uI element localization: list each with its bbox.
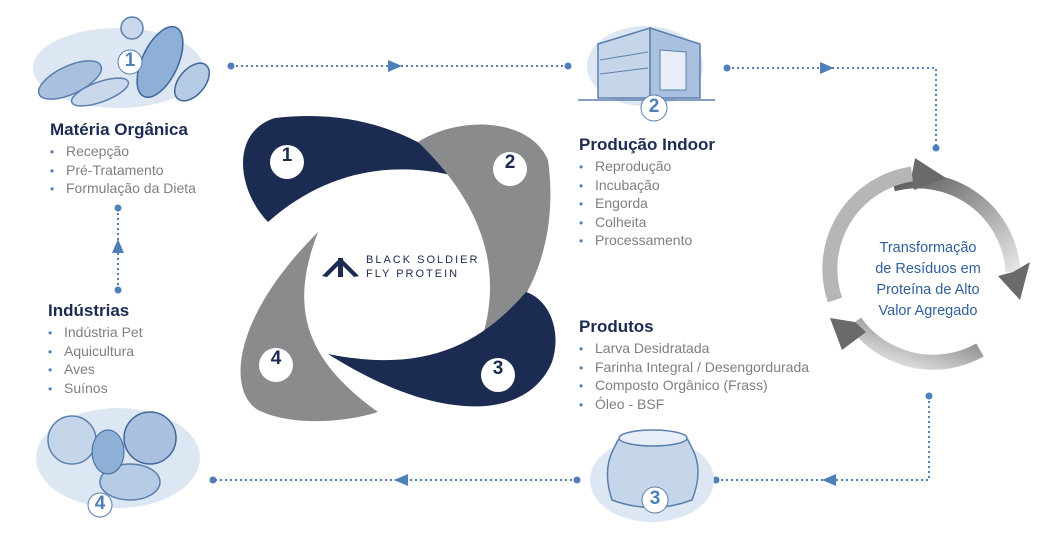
section-produtos: Produtos Larva Desidratada Farinha Integ… <box>579 317 809 414</box>
logo-text: BLACK SOLDIER FLY PROTEIN <box>366 253 479 281</box>
list-item: Reprodução <box>579 158 715 177</box>
illustration-number-3: 3 <box>649 488 661 509</box>
connector-cycle-to-3 <box>712 392 933 486</box>
list-item: Aquicultura <box>48 343 143 362</box>
logo-line-1: BLACK SOLDIER <box>366 254 480 266</box>
list-item: Indústria Pet <box>48 324 143 343</box>
list-item: Óleo - BSF <box>579 396 809 415</box>
list-item: Recepção <box>50 143 196 162</box>
connector-2-to-cycle <box>723 62 940 152</box>
section-materia-organica: Matéria Orgânica Recepção Pré-Tratamento… <box>50 120 196 199</box>
list-item: Processamento <box>579 232 715 251</box>
connector-1-to-2 <box>227 60 572 72</box>
pinwheel-label-2: 2 <box>504 152 516 173</box>
section-industrias: Indústrias Indústria Pet Aquicultura Ave… <box>48 301 143 398</box>
section-list-produtos: Larva Desidratada Farinha Integral / Des… <box>579 340 809 414</box>
cycle-caption-line-4: Valor Agregado <box>878 303 978 319</box>
list-item: Incubação <box>579 177 715 196</box>
section-title-produtos: Produtos <box>579 317 654 336</box>
illustration-number-2: 2 <box>648 96 660 117</box>
cycle-caption-line-3: Proteína de Alto <box>876 282 980 298</box>
list-item: Engorda <box>579 195 715 214</box>
list-item: Pré-Tratamento <box>50 162 196 181</box>
illustration-number-4: 4 <box>94 493 106 514</box>
cycle-caption-line-2: de Resíduos em <box>875 261 981 277</box>
section-list-producao: Reprodução Incubação Engorda Colheita Pr… <box>579 158 715 251</box>
animals-illustration <box>36 408 200 518</box>
cycle-caption: Transformação de Resíduos em Proteína de… <box>858 238 998 322</box>
pinwheel-badge-1: 1 <box>270 145 304 179</box>
section-producao-indoor: Produção Indoor Reprodução Incubação Eng… <box>579 135 715 251</box>
list-item: Farinha Integral / Desengordurada <box>579 359 809 378</box>
list-item: Colheita <box>579 214 715 233</box>
pinwheel-petal-1 <box>243 115 470 222</box>
section-title-materia: Matéria Orgânica <box>50 120 188 139</box>
factory-illustration <box>578 26 715 122</box>
cycle-arrows <box>822 158 1030 370</box>
cycle-caption-line-1: Transformação <box>879 240 977 256</box>
section-title-industrias: Indústrias <box>48 301 130 320</box>
fly-logo-icon <box>322 258 359 277</box>
list-item: Aves <box>48 361 143 380</box>
pinwheel-petal-3 <box>328 292 556 407</box>
pinwheel-label-3: 3 <box>492 358 504 379</box>
sack-illustration <box>590 429 714 522</box>
pinwheel-petal-4 <box>240 232 378 422</box>
section-title-producao: Produção Indoor <box>579 135 715 154</box>
pinwheel-label-4: 4 <box>270 348 282 369</box>
section-list-industrias: Indústria Pet Aquicultura Aves Suínos <box>48 324 143 398</box>
pinwheel-badge-2: 2 <box>493 152 527 186</box>
illustration-number-1: 1 <box>124 50 136 71</box>
pinwheel-badge-4: 4 <box>259 348 293 382</box>
list-item: Formulação da Dieta <box>50 180 196 199</box>
connector-3-to-4 <box>209 474 581 486</box>
vegetables-illustration <box>33 16 211 108</box>
section-list-materia: Recepção Pré-Tratamento Formulação da Di… <box>50 143 196 199</box>
connector-4-to-1 <box>112 204 124 294</box>
list-item: Suínos <box>48 380 143 399</box>
logo-line-2: FLY PROTEIN <box>366 268 460 280</box>
pinwheel-badge-3: 3 <box>481 358 515 392</box>
list-item: Larva Desidratada <box>579 340 809 359</box>
pinwheel-label-1: 1 <box>281 145 293 166</box>
list-item: Composto Orgânico (Frass) <box>579 377 809 396</box>
